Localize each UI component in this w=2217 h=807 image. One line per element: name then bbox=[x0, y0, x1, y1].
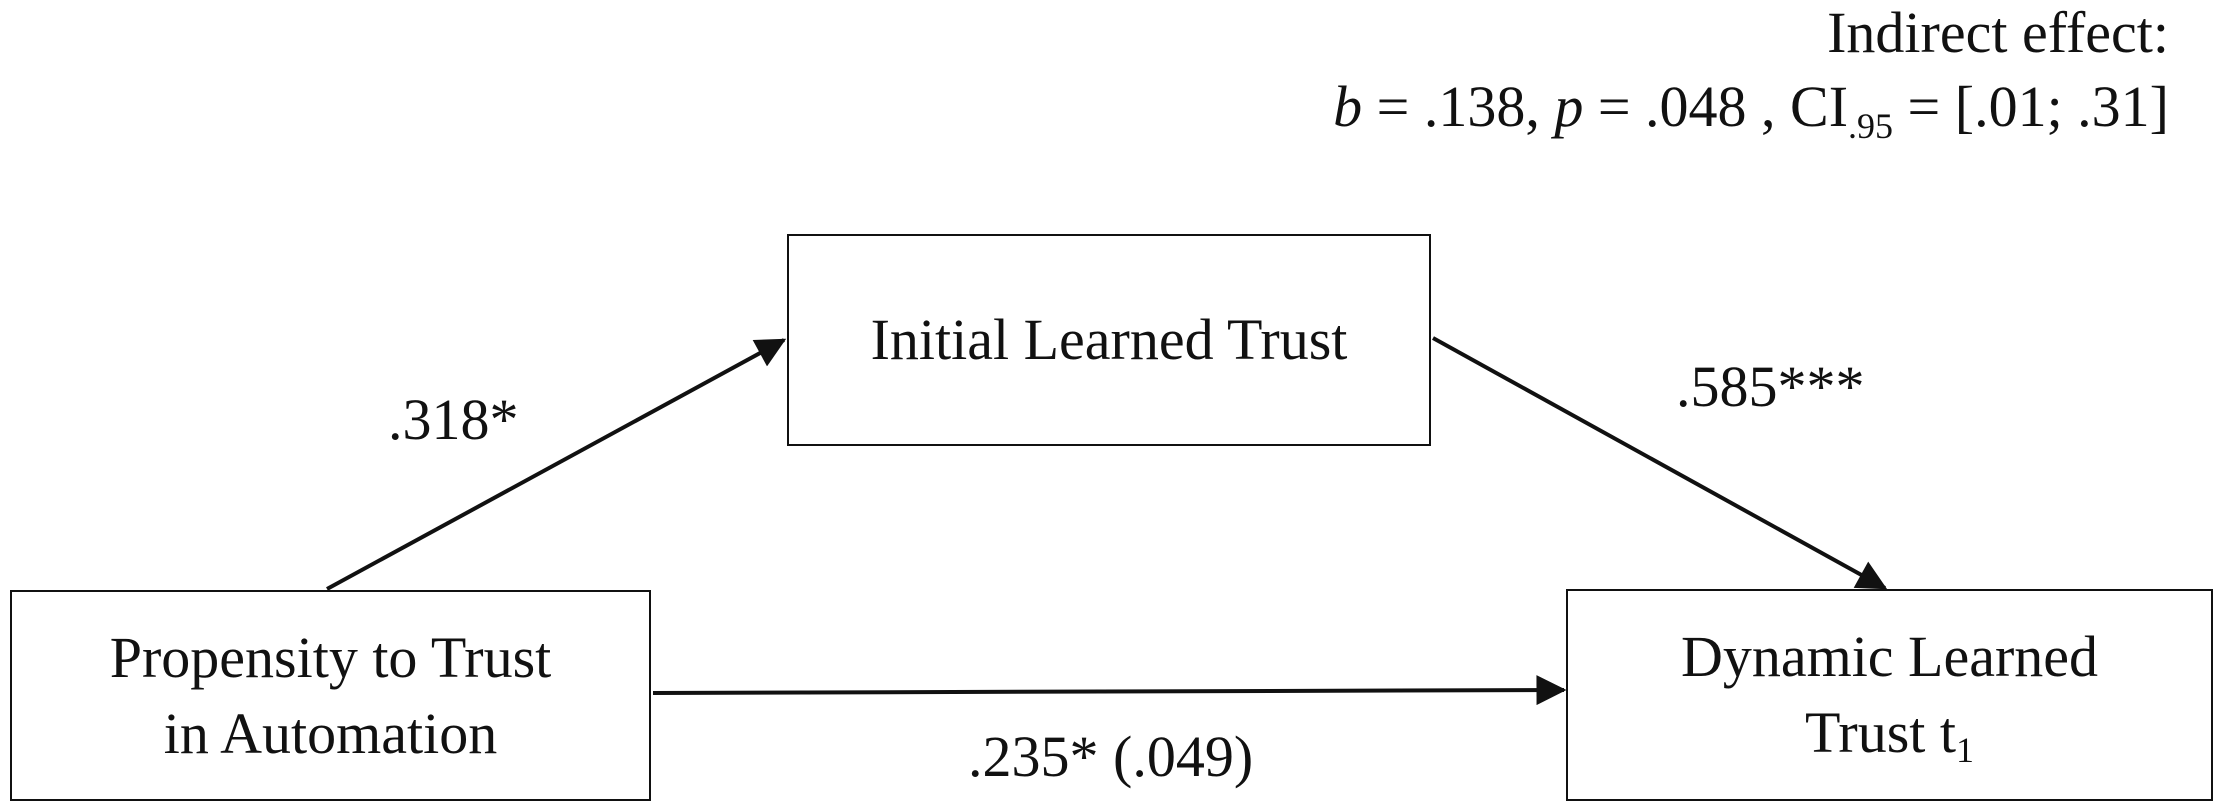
b-value: = .138, bbox=[1362, 74, 1555, 139]
outcome-label-line1: Dynamic Learned bbox=[1680, 624, 2099, 689]
b-symbol: b bbox=[1333, 74, 1363, 139]
ci-value: = [.01; .31] bbox=[1893, 74, 2169, 139]
outcome-box: Dynamic Learned Trust t1 bbox=[1566, 589, 2213, 801]
p-symbol: p bbox=[1554, 74, 1584, 139]
p-value-ci-label: = .048 , CI bbox=[1583, 74, 1849, 139]
indirect-effect-stats: b = .138, p = .048 , CI.95 = [.01; .31] bbox=[1333, 72, 2169, 144]
path-a-arrow bbox=[326, 338, 787, 591]
outcome-label-subscript: 1 bbox=[1956, 730, 1974, 770]
predictor-label: Propensity to Trust in Automation bbox=[110, 620, 552, 772]
outcome-label-line2-text: Trust t bbox=[1804, 700, 1956, 765]
path-a-coefficient: .318* bbox=[388, 387, 519, 452]
path-c-arrow bbox=[652, 675, 1567, 706]
indirect-effect-title: Indirect effect: bbox=[1827, 0, 2169, 65]
path-b-arrow bbox=[1432, 336, 1888, 590]
outcome-label: Dynamic Learned Trust t1 bbox=[1681, 619, 2098, 771]
mediator-label: Initial Learned Trust bbox=[870, 307, 1348, 372]
path-c-coefficient: .235* (.049) bbox=[968, 724, 1254, 789]
ci-subscript: .95 bbox=[1848, 106, 1894, 146]
outcome-label-line2: Trust t1 bbox=[1681, 695, 2098, 771]
predictor-label-line2: in Automation bbox=[163, 700, 498, 766]
mediator-box: Initial Learned Trust bbox=[787, 234, 1431, 446]
predictor-label-line1: Propensity to Trust bbox=[109, 624, 552, 690]
predictor-box: Propensity to Trust in Automation bbox=[10, 590, 651, 801]
path-b-coefficient: .585*** bbox=[1676, 354, 1865, 419]
